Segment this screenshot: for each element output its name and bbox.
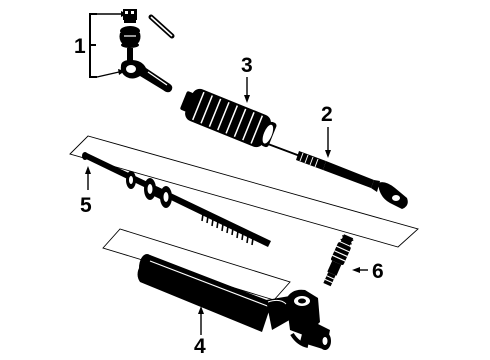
inner-tie-rod bbox=[267, 143, 408, 209]
ball-stud-boot bbox=[119, 26, 141, 48]
pinion-valve-shaft bbox=[323, 234, 354, 287]
castle-nut bbox=[123, 9, 137, 23]
callout-2-group: 2 bbox=[321, 103, 333, 158]
callout-5-group: 5 bbox=[80, 166, 92, 217]
callout-4-group: 4 bbox=[194, 306, 206, 358]
callout-1-leaders bbox=[96, 13, 121, 78]
callout-label-6: 6 bbox=[372, 260, 384, 283]
rack-panel-outline bbox=[69, 135, 419, 248]
callout-label-5: 5 bbox=[80, 194, 92, 217]
steering-rack-housing bbox=[137, 254, 331, 350]
callout-3-group: 3 bbox=[241, 54, 253, 103]
steering-rack-boot bbox=[180, 88, 277, 148]
steering-rack-shaft bbox=[82, 152, 271, 247]
outer-tie-rod-end bbox=[120, 48, 173, 93]
callout-label-1: 1 bbox=[74, 35, 86, 58]
callout-1-bracket bbox=[89, 13, 97, 78]
callout-6-group: 6 bbox=[352, 260, 384, 283]
callout-label-4: 4 bbox=[194, 335, 206, 358]
callout-1-group: 1 bbox=[74, 11, 127, 78]
cotter-pin bbox=[148, 14, 175, 39]
callout-label-2: 2 bbox=[321, 103, 333, 126]
callout-label-3: 3 bbox=[241, 54, 253, 77]
